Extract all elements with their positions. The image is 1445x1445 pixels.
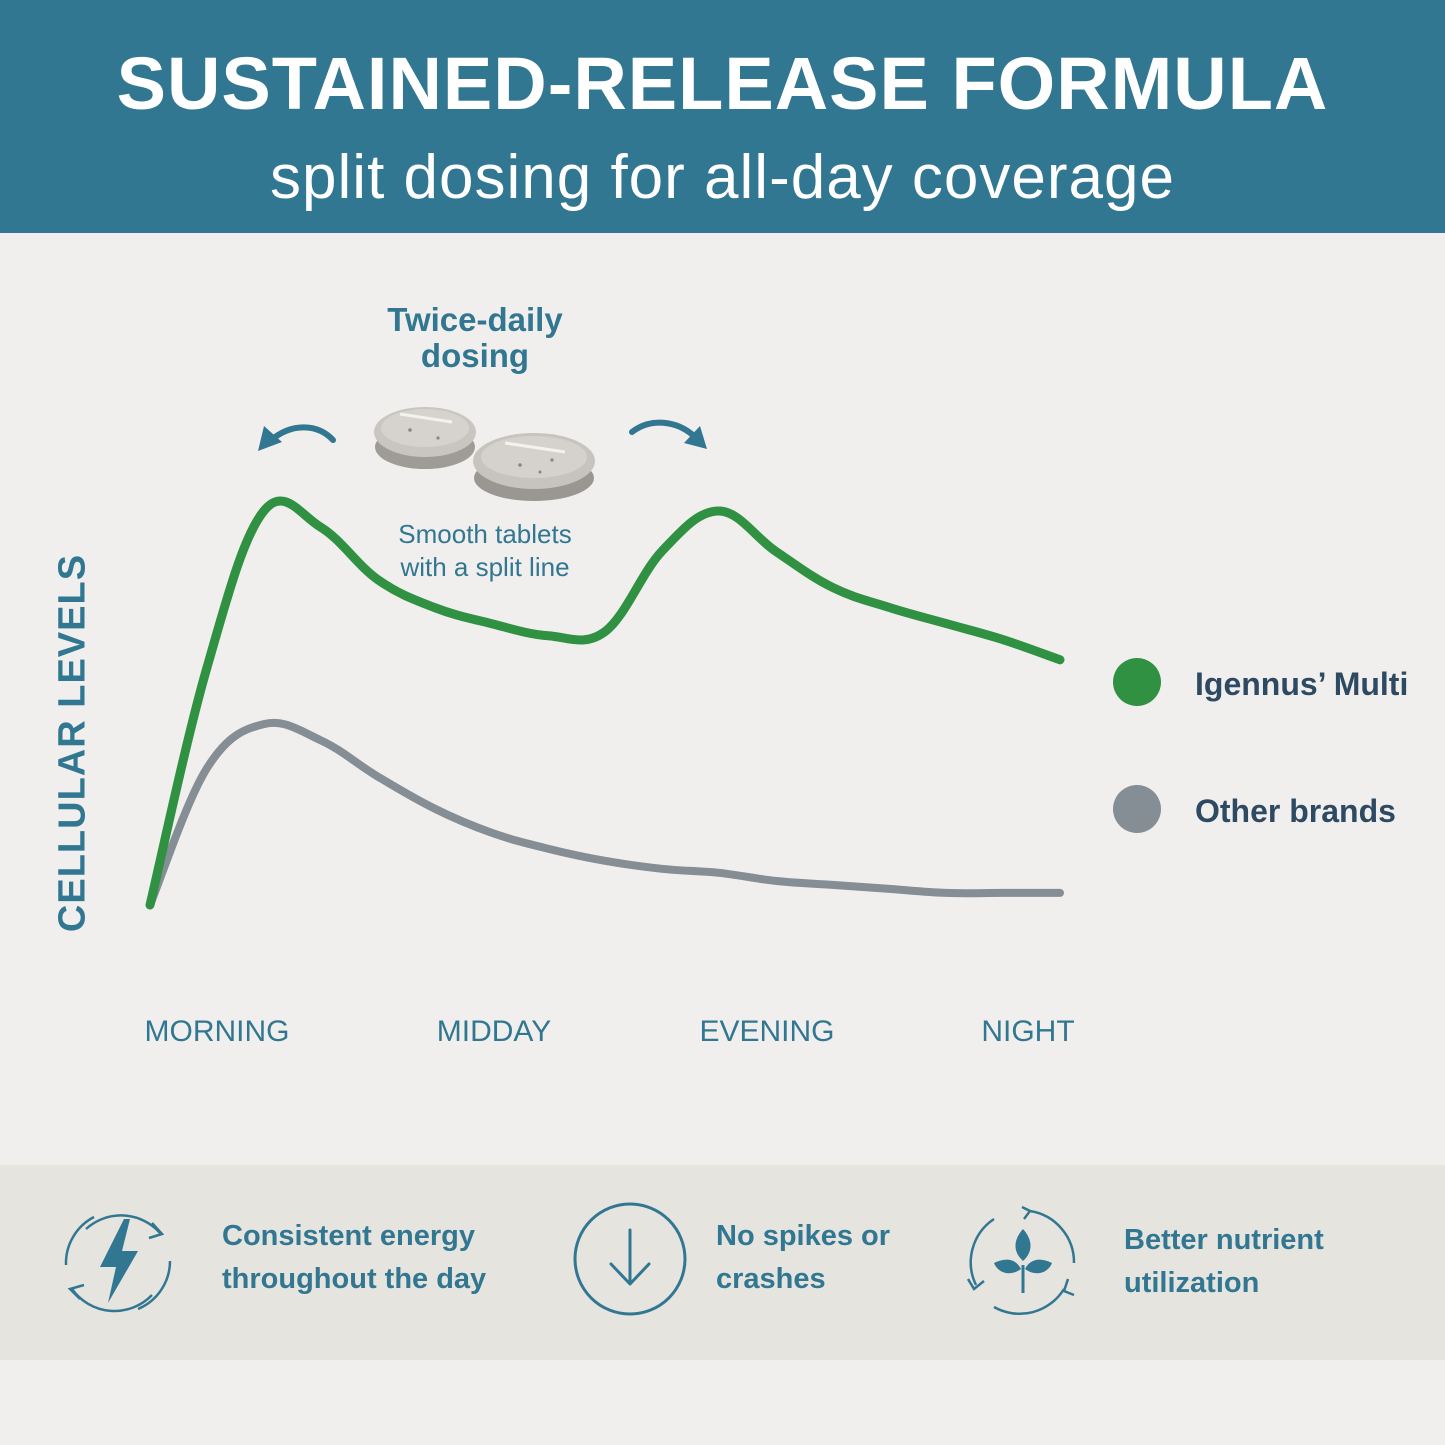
lightning-cycle-icon — [64, 1214, 172, 1313]
x-tick-layer: MORNING MIDDAY EVENING NIGHT — [145, 1015, 1075, 1048]
page-title: SUSTAINED-RELEASE FORMULA — [116, 42, 1329, 125]
level-chart: MORNING MIDDAY EVENING NIGHT — [145, 407, 1075, 1048]
feature-text-spikes: No spikes or crashes — [716, 1215, 890, 1301]
legend-swatch-igennus — [1113, 658, 1161, 706]
legend-label-igennus: Igennus’ Multi — [1195, 666, 1409, 702]
feature-energy-line1: Consistent energy — [222, 1220, 475, 1252]
dosing-annotation-line2: dosing — [420, 337, 530, 374]
tablet-annotation-line1: Smooth tablets — [398, 519, 572, 549]
x-tick-label: EVENING — [699, 1015, 834, 1048]
feature-text-energy: Consistent energy throughout the day — [222, 1215, 486, 1301]
feature-energy-line2: throughout the day — [222, 1263, 487, 1295]
header-banner: SUSTAINED-RELEASE FORMULA split dosing f… — [0, 0, 1445, 233]
y-axis-label: CELLULAR LEVELS — [51, 553, 93, 932]
series-line-other — [146, 718, 1064, 909]
page-subtitle: split dosing for all-day coverage — [270, 143, 1175, 212]
x-tick-label: MIDDAY — [437, 1015, 551, 1048]
x-tick-label: NIGHT — [981, 1015, 1074, 1048]
x-tick-label: MORNING — [145, 1015, 290, 1048]
down-arrow-circle-icon — [573, 1202, 687, 1316]
series-line-igennus — [145, 496, 1065, 910]
arrow-right-icon — [629, 419, 707, 449]
feature-text-nutrient: Better nutrient utilization — [1124, 1219, 1324, 1305]
leaf-cycle-icon — [966, 1205, 1076, 1316]
legend-swatch-other — [1113, 785, 1161, 833]
feature-nutrient-line1: Better nutrient — [1124, 1224, 1324, 1256]
dosing-annotation: Twice-daily dosing — [340, 302, 610, 374]
arrow-left-icon — [258, 424, 336, 451]
feature-nutrient-line2: utilization — [1124, 1267, 1260, 1299]
series-layer — [145, 496, 1065, 910]
feature-spikes-line1: No spikes or — [716, 1220, 891, 1252]
benefits-band: Consistent energy throughout the day No … — [0, 1165, 1445, 1360]
tablet-annotation: Smooth tablets with a split line — [360, 518, 610, 584]
legend-label-other: Other brands — [1195, 793, 1396, 829]
tablets-icon — [374, 407, 595, 501]
dosing-annotation-line1: Twice-daily — [387, 301, 563, 338]
tablet-annotation-line2: with a split line — [400, 552, 570, 582]
feature-spikes-line2: crashes — [716, 1263, 826, 1295]
